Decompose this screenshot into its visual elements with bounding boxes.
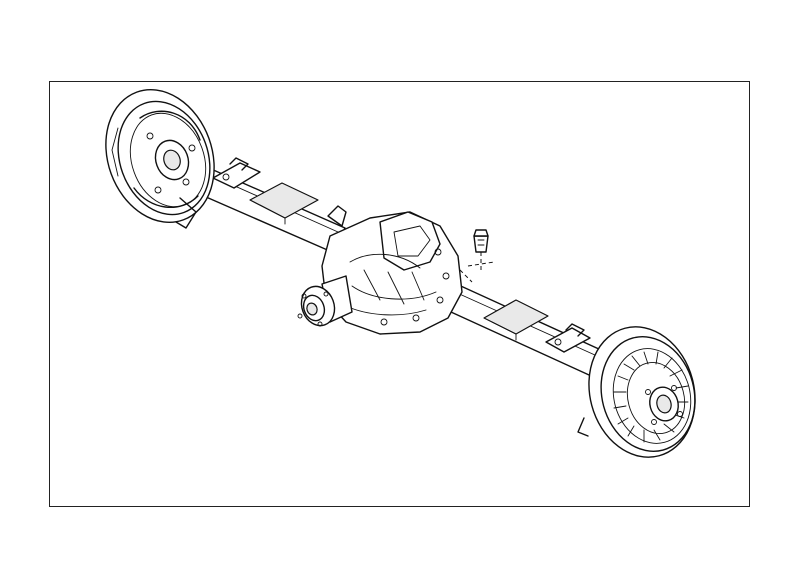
right-axle-tube [439,281,613,381]
right-brake-drum [577,326,696,458]
left-spring-pad [249,182,319,225]
pinion-flange [297,275,353,327]
right-spring-pad [483,299,549,341]
differential-housing [321,211,463,335]
left-brake-assembly [105,88,215,229]
tube-bracket [327,205,347,227]
right-shock-bracket [545,323,591,353]
left-shock-bracket [212,157,261,189]
vent-plug [459,229,495,283]
